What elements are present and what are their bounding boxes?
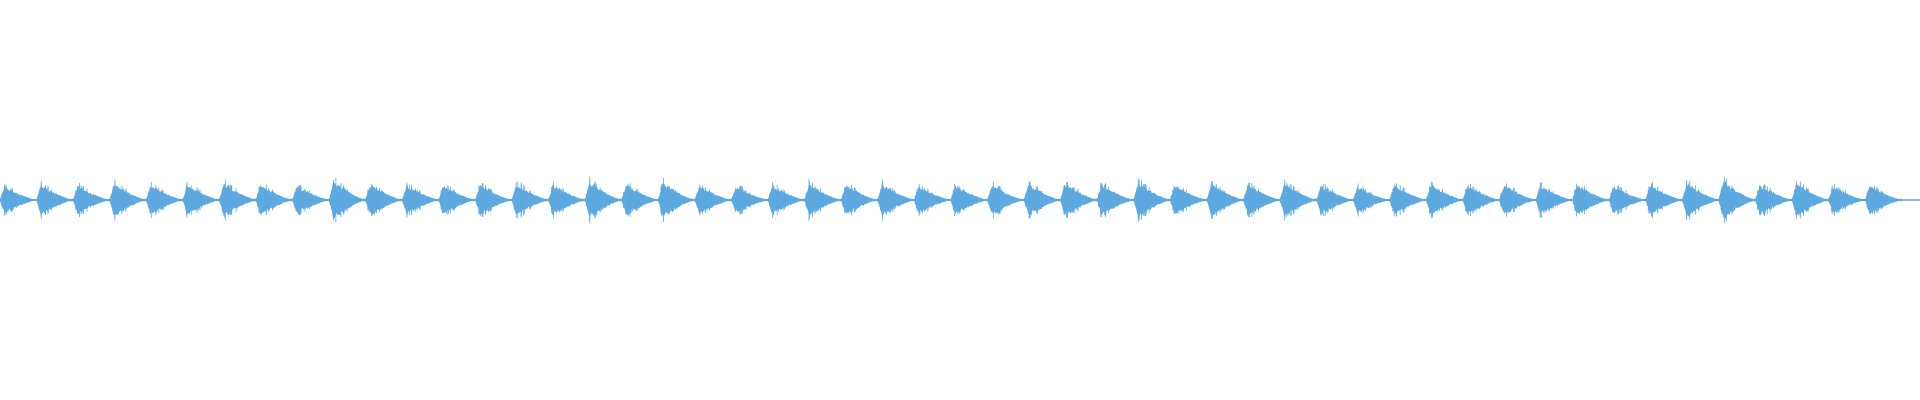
waveform-pulses [0, 176, 1920, 224]
